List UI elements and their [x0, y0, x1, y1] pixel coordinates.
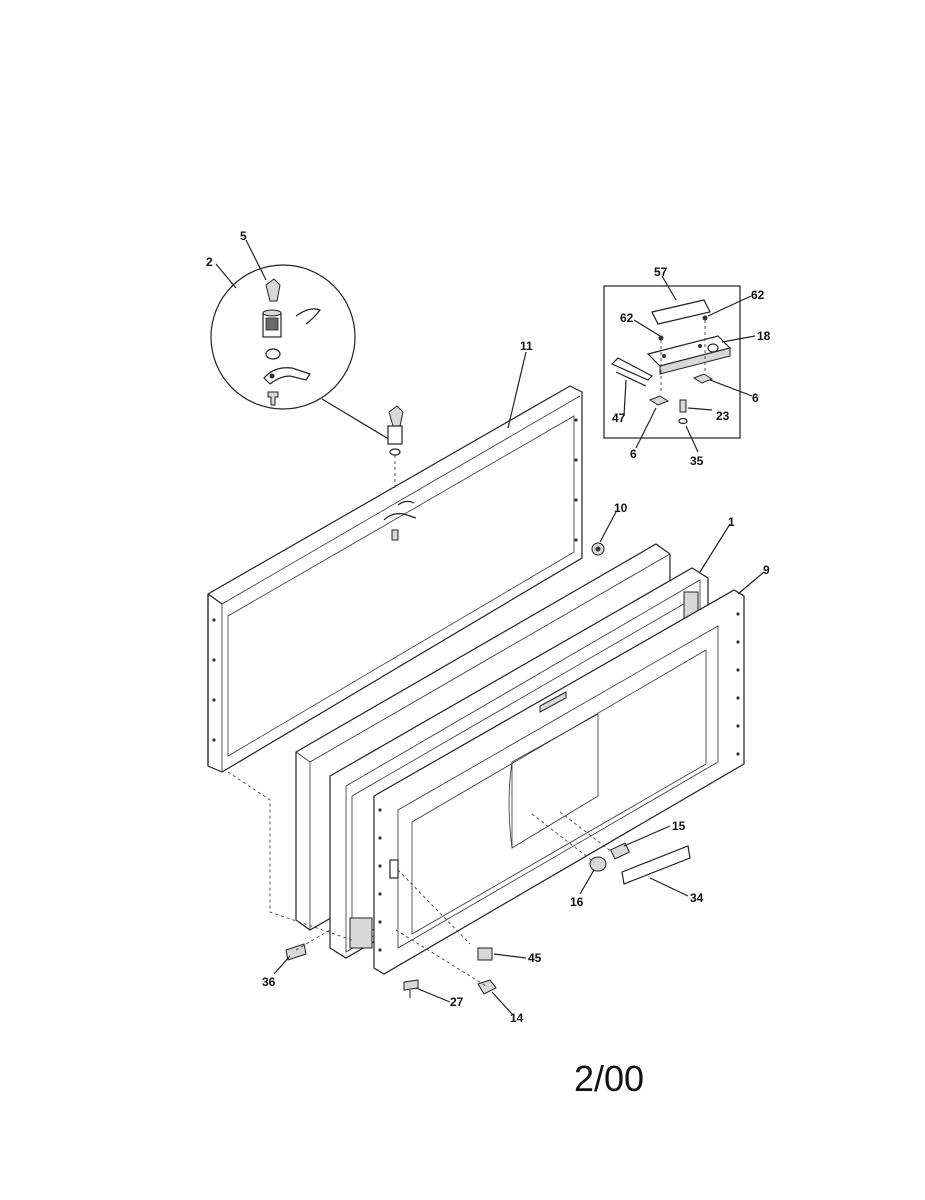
strip-part — [651, 299, 711, 325]
date-stamp: 2/00 — [574, 1058, 645, 1099]
callout-45: 45 — [528, 951, 542, 965]
lower-small-parts — [285, 842, 691, 998]
hinge-detail-inset — [603, 285, 741, 439]
callout-18: 18 — [757, 329, 771, 343]
callout-62-left: 62 — [620, 311, 634, 325]
callout-labels: 5 2 11 57 62 62 18 47 6 23 6 35 10 1 9 1… — [206, 229, 771, 1025]
spring-part — [610, 357, 653, 387]
screw-part — [267, 391, 279, 406]
lock-detail-inset — [210, 264, 356, 410]
washer-a — [648, 395, 670, 406]
callout-1: 1 — [728, 515, 735, 529]
callout-5: 5 — [240, 229, 247, 243]
mounting-holes — [212, 418, 740, 952]
latch-arm — [263, 367, 311, 385]
callout-6-left: 6 — [630, 447, 637, 461]
lid-hardware — [383, 405, 417, 541]
o-ring — [265, 348, 281, 360]
washer-b — [692, 373, 714, 384]
callout-23: 23 — [716, 409, 730, 423]
assembly-guides — [227, 771, 613, 987]
callout-57: 57 — [654, 265, 668, 279]
callout-10: 10 — [614, 501, 628, 515]
callout-15: 15 — [672, 819, 686, 833]
callout-62-right: 62 — [751, 288, 765, 302]
key-part — [265, 278, 281, 302]
retainer-ring — [678, 417, 688, 425]
leader-lines — [215, 239, 765, 1015]
callout-36: 36 — [262, 975, 276, 989]
callout-11: 11 — [520, 339, 533, 353]
clip-part — [295, 308, 321, 325]
callout-14: 14 — [510, 1011, 524, 1025]
lid-outer-panel — [207, 385, 583, 773]
callout-47: 47 — [612, 411, 626, 425]
callout-34: 34 — [690, 891, 704, 905]
callout-27: 27 — [450, 995, 464, 1009]
inner-liner — [373, 589, 745, 975]
pin-part — [679, 399, 687, 413]
bumper-part — [591, 542, 605, 556]
callout-9: 9 — [763, 563, 770, 577]
callout-16: 16 — [570, 895, 584, 909]
callout-6-right: 6 — [752, 391, 759, 405]
callout-2: 2 — [206, 255, 213, 269]
callout-35: 35 — [690, 454, 704, 468]
